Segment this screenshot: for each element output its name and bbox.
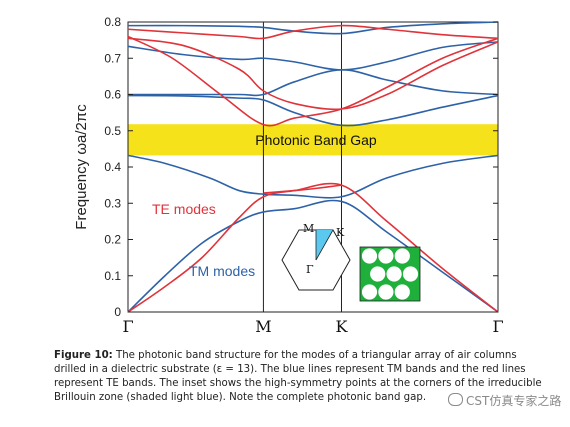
y-tick-label: 0.1 [104,269,121,283]
te-band-curve [127,24,499,40]
inset-m-label: M [303,222,314,235]
tm-band-curve [127,154,499,199]
te-modes-label: TE modes [152,201,216,217]
y-tick-label: 0.2 [104,233,121,247]
x-tick-label: Γ [122,317,133,336]
caption-text: The photonic band structure for the mode… [54,350,542,403]
te-band-curve [127,37,499,111]
tm-modes-label: TM modes [189,263,255,279]
tm-band-curve [127,69,499,97]
wechat-icon [448,393,463,406]
band-curves [127,21,499,313]
figure-caption: Figure 10: The photonic band structure f… [54,349,544,405]
x-tick-label: K [336,317,349,336]
y-axis-label: Frequency ωa/2πc [73,104,90,230]
air-column [402,266,419,282]
te-band-curve [127,35,499,127]
air-column [361,248,378,264]
air-column [394,284,410,300]
air-column [361,284,378,300]
band-gap-label: Photonic Band Gap [255,132,377,148]
band-gap-region [128,124,498,156]
inset-gamma-label: Γ [306,263,314,276]
y-tick-label: 0.7 [104,51,121,65]
y-tick-label: 0.4 [104,160,121,174]
watermark: CST仿真专家之路 [448,392,561,409]
air-column [386,266,402,282]
te-band-curve [263,184,342,194]
tm-band-curve [127,94,499,127]
x-tick-label: M [255,317,271,336]
watermark-text: CST仿真专家之路 [466,394,562,408]
tm-band-curve [127,199,499,313]
band-structure-figure: Photonic Band Gap 0 0.1 0.2 0.3 0.4 0.5 0.6 0.7… [73,15,504,336]
air-column [394,248,410,264]
y-tick-label: 0.5 [104,124,121,138]
inset-k-label: K [336,226,345,239]
x-tick-label: Γ [492,317,503,336]
y-tick-label: 0.3 [104,196,121,210]
air-column [378,284,394,300]
caption-label: Figure 10: [54,350,113,361]
air-column [378,248,394,264]
triangular-lattice-inset [359,246,421,302]
y-tick-label: 0.8 [104,15,121,29]
y-axis-ticks: 0 0.1 0.2 0.3 0.4 0.5 0.6 0.7 0.8 [104,15,498,319]
tm-band-curve [127,41,499,71]
brillouin-zone-inset: M K Γ [281,222,351,291]
air-column [370,266,386,282]
y-tick-label: 0 [114,305,121,319]
y-tick-label: 0.6 [104,88,121,102]
